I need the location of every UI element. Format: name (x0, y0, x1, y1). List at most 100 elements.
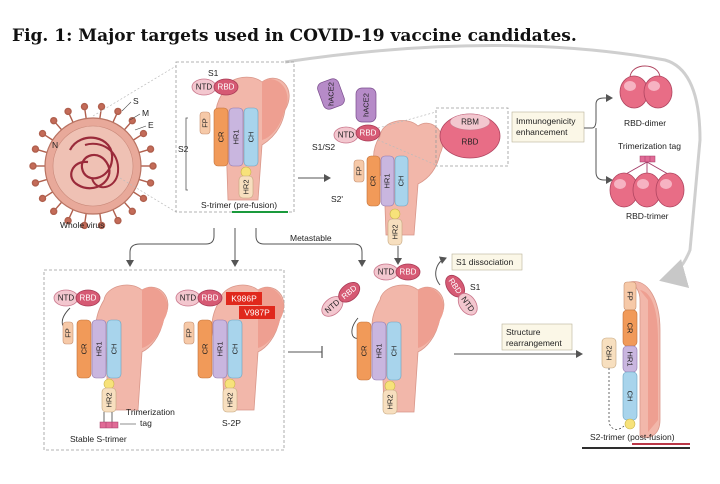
cr-ace2: CR (369, 175, 378, 186)
ace2-complex: hACE2 hACE2 NTD RBD S1/S2 S2' FP CR HR1 … (312, 78, 444, 246)
ntd-ace2: NTD (338, 131, 355, 140)
spike-head (146, 179, 155, 187)
rbd-dimer: RBD-dimer (619, 65, 673, 128)
spike-head (50, 116, 58, 125)
spike-head (97, 221, 106, 230)
spike-head (139, 129, 148, 138)
ch-ace2: CH (397, 176, 406, 187)
hr2-post: HR2 (605, 345, 614, 360)
stable-caption: Stable S-trimer (70, 434, 127, 444)
arrow-metastable (255, 228, 366, 267)
figure-title: Fig. 1: Major targets used in COVID-19 v… (12, 26, 577, 46)
label-s: S (133, 96, 139, 106)
rbd-s2p: RBD (202, 294, 219, 303)
spike-head (38, 194, 47, 203)
note-line1: Immunogenicity (516, 116, 576, 126)
stabilized-box (43, 269, 285, 451)
spike-head (97, 102, 106, 111)
ntd-s2p: NTD (180, 294, 197, 303)
structure-rearrangement-note (501, 323, 573, 351)
ch-stable: CH (110, 344, 119, 355)
tag-line1: Trimerization (126, 407, 175, 417)
mut2: V987P (244, 308, 270, 318)
rbd-trimer: Trimerization tag RBD-trimer (609, 141, 685, 221)
fp: FP (201, 118, 210, 128)
ch: CH (247, 132, 256, 143)
hr1-stable: HR1 (95, 341, 104, 356)
spike-head (128, 116, 136, 125)
hr2-ace2: HR2 (391, 224, 400, 239)
trimer-tag-label: Trimerization tag (618, 141, 681, 151)
spike-head (114, 216, 122, 225)
spike-head (29, 162, 37, 170)
fp-stable: FP (64, 328, 73, 338)
s2-trimer-postfusion: FP CR HR1 CH HR2 S2-trimer (post-fusion) (582, 281, 690, 449)
hr1-int: HR1 (375, 343, 384, 358)
stable-s-trimer: NTD RBD FP CR HR1 CH HR2 Trimerization t… (53, 284, 175, 444)
s-2p: NTD RBD K986P V987P FP CR HR1 CH HR2 S-2… (175, 284, 285, 428)
fp-s2p: FP (185, 328, 194, 338)
intermediate-state: NTD RBD NTD RBD CR HR1 CH HR2 (321, 263, 445, 415)
rbm: RBM (461, 118, 479, 127)
label-s2: S2 (178, 144, 189, 154)
spike-head (128, 207, 136, 216)
trimer-caption: RBD-trimer (626, 211, 669, 221)
spike-head (149, 162, 157, 170)
spike-head (139, 194, 148, 203)
mut1: K986P (231, 294, 257, 304)
spike-head (114, 107, 122, 116)
virus-caption: Whole virus (60, 220, 104, 230)
rbd-zoom-box (435, 107, 509, 167)
arrow-to-stable (126, 228, 215, 267)
cr-stable: CR (80, 343, 89, 354)
s-trimer-caption: S-trimer (pre-fusion) (201, 200, 277, 210)
hr2-s2p: HR2 (226, 392, 235, 407)
spike-head (146, 145, 155, 153)
s1-dissociation-note (451, 253, 523, 271)
mutation-k986p (226, 292, 262, 305)
s1-dissociation: S1 dissociation (456, 257, 513, 267)
label-s2prime: S2' (331, 194, 343, 204)
rbd-large: RBD (462, 138, 479, 147)
structure-line2: rearrangement (506, 338, 562, 348)
label-s1s2: S1/S2 (312, 142, 335, 152)
rbd-stable: RBD (80, 294, 97, 303)
hace2-a: hACE2 (327, 82, 336, 106)
spike-head (38, 129, 47, 138)
metastable-label: Metastable (290, 233, 332, 243)
s2p-caption: S-2P (222, 418, 241, 428)
spike-head (80, 221, 89, 230)
rbd-detail: RBM RBD (439, 113, 501, 159)
hr2-int: HR2 (386, 394, 395, 409)
ntd: NTD (196, 83, 213, 92)
spike-head (31, 179, 40, 187)
fp-ace2: FP (355, 166, 364, 176)
cr-int: CR (360, 345, 369, 356)
rna-strand (69, 136, 114, 190)
spike-head (80, 102, 89, 111)
label-m: M (142, 108, 149, 118)
top-arc-arrow (284, 44, 702, 289)
whole-virus: N S M E Whole virus (29, 96, 157, 230)
structure-line1: Structure (506, 327, 541, 337)
hr2: HR2 (242, 179, 251, 194)
ntd-top: NTD (378, 268, 395, 277)
rbd-ace2: RBD (360, 129, 377, 138)
diss-s1-label: S1 (470, 282, 481, 292)
hr1-post: HR1 (626, 351, 635, 366)
postfusion-caption: S2-trimer (post-fusion) (590, 432, 675, 442)
cr-post: CR (626, 323, 635, 334)
cr-s2p: CR (201, 343, 210, 354)
ntd-stable: NTD (58, 294, 75, 303)
rbd-top: RBD (400, 268, 417, 277)
label-e: E (148, 120, 154, 130)
dimer-caption: RBD-dimer (624, 118, 666, 128)
trimerization-tag (99, 421, 119, 429)
fp-post: FP (626, 291, 635, 301)
ch-s2p: CH (231, 344, 240, 355)
ch-post: CH (626, 391, 635, 402)
note-line2: enhancement (516, 127, 568, 137)
label-s1: S1 (208, 68, 219, 78)
ch-int: CH (390, 346, 399, 357)
